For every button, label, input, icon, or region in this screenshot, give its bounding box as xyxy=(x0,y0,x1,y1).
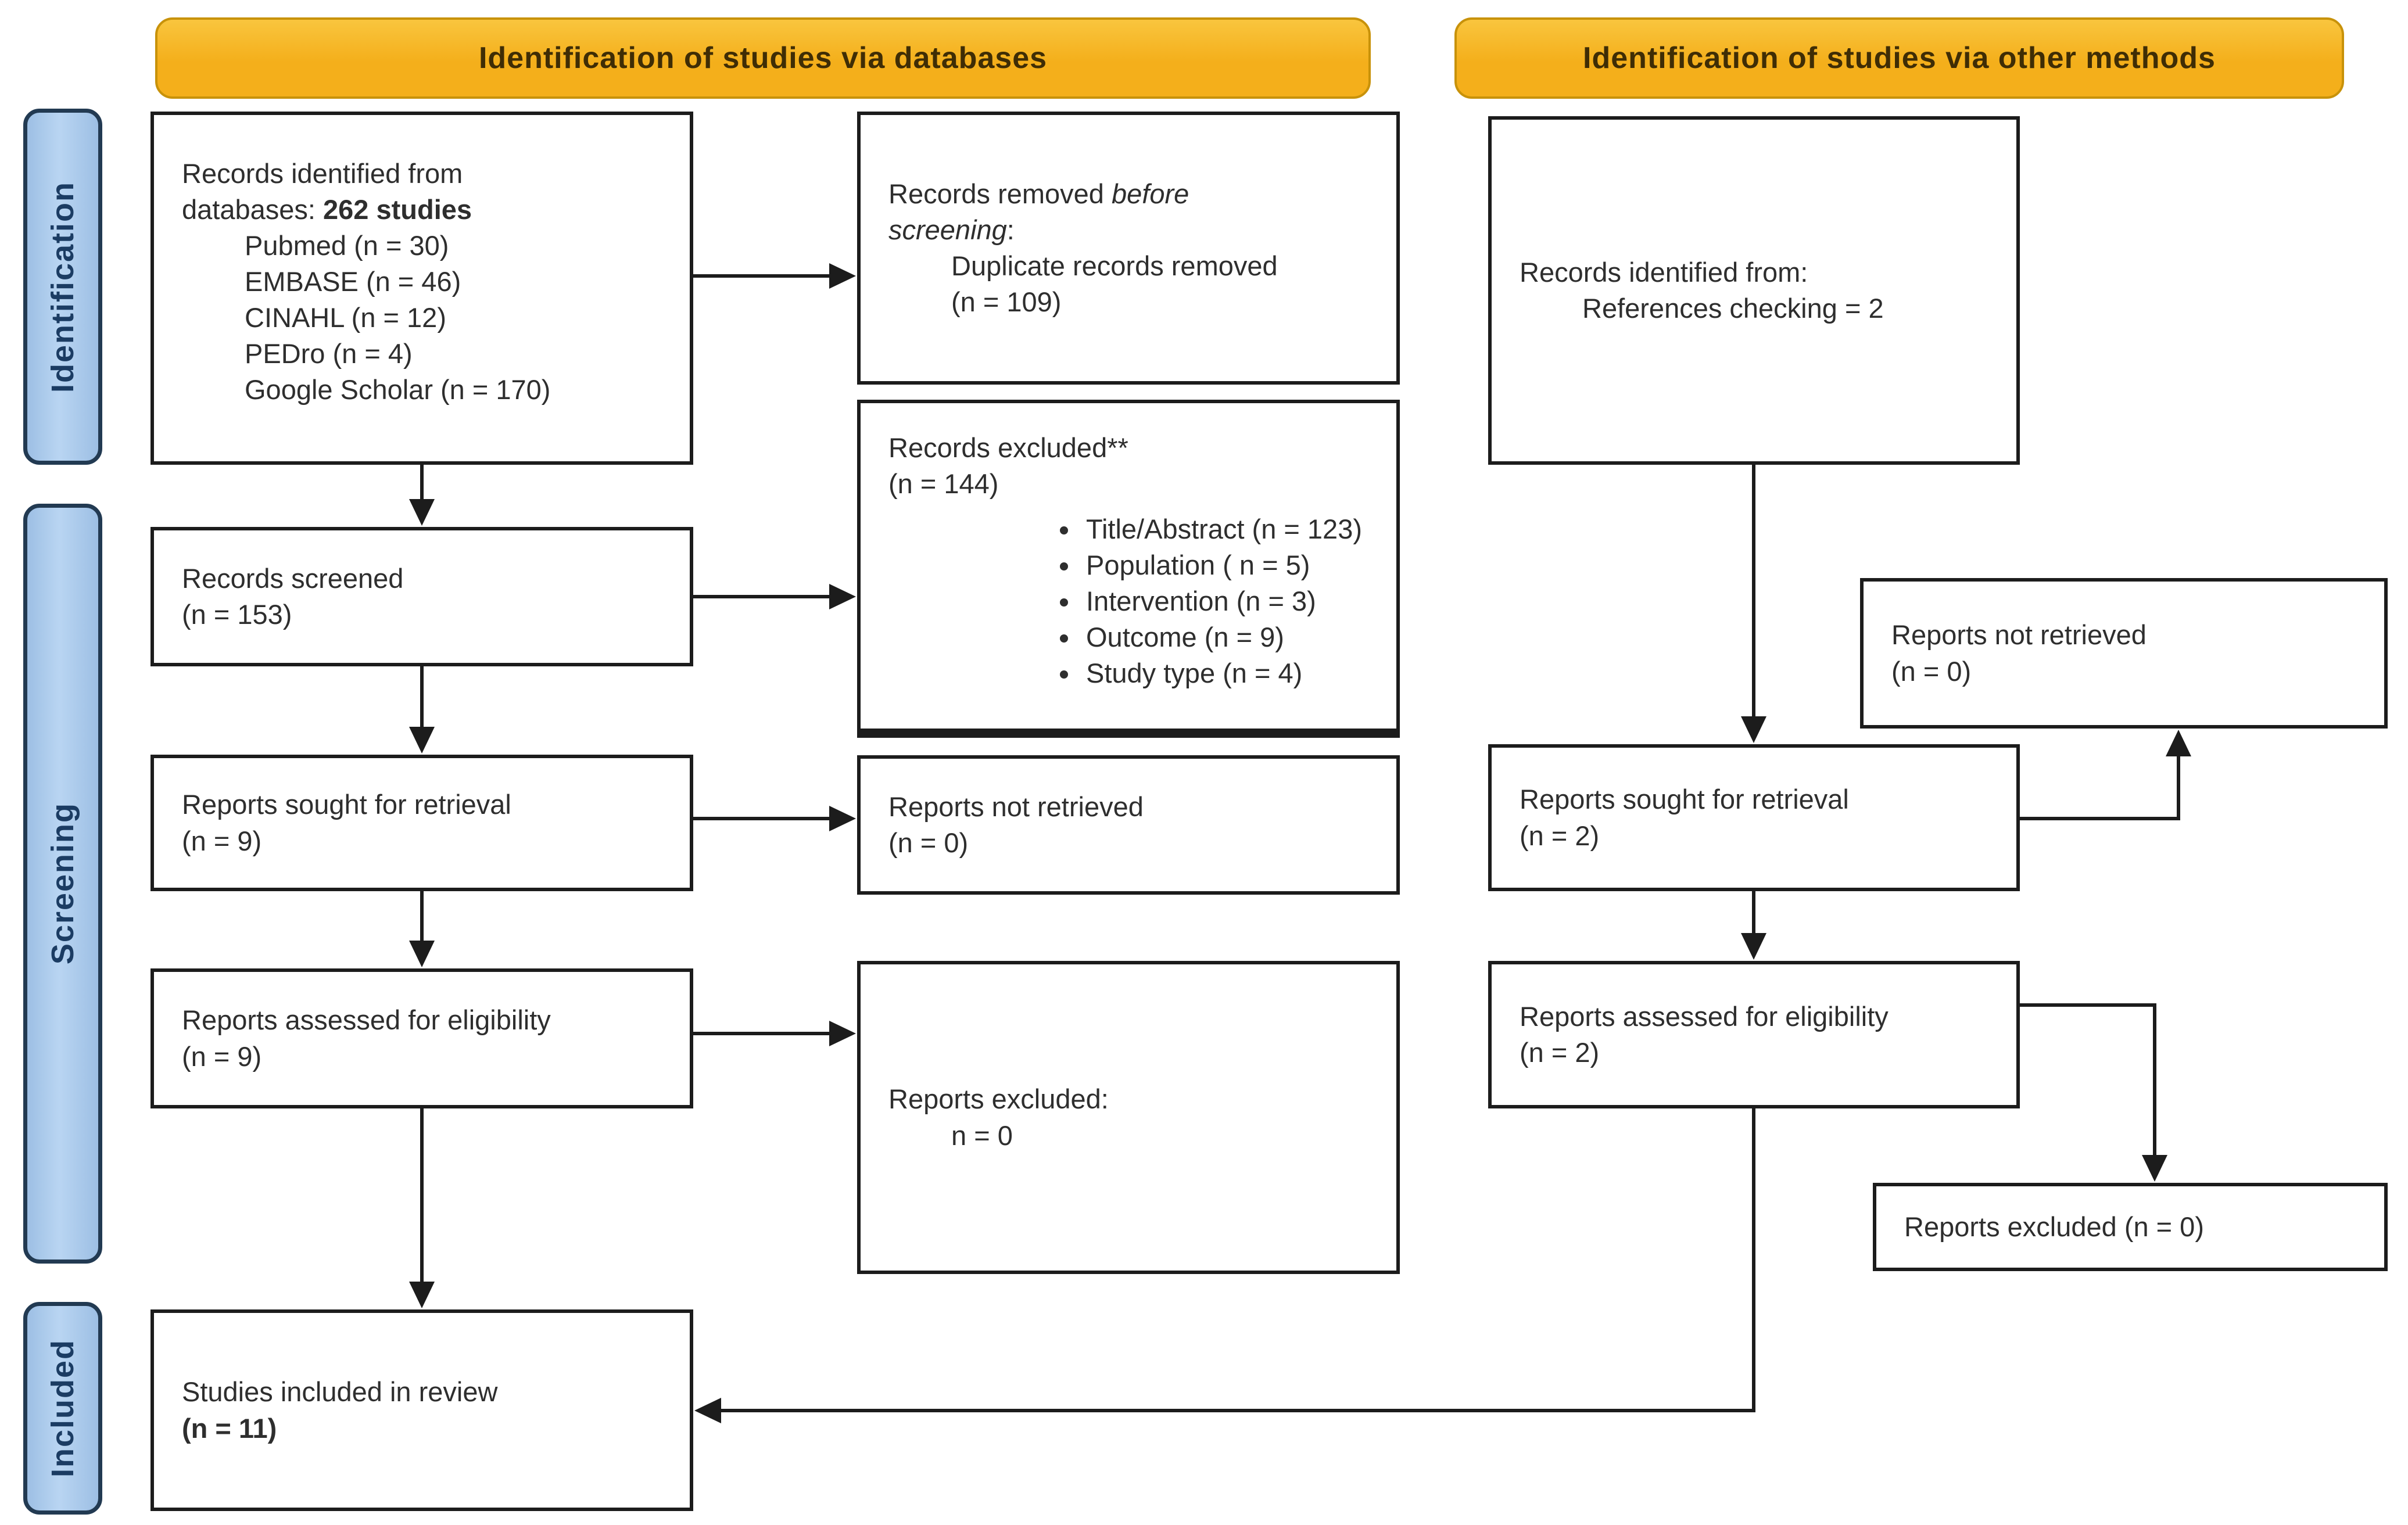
box-text-line: (n = 11) xyxy=(182,1411,672,1447)
box-text-line: (n = 144) xyxy=(888,468,999,500)
arrow-identified-to-removed xyxy=(693,263,856,289)
phase-label-text: Identification xyxy=(45,181,80,393)
arrow-other-identified-to-sought xyxy=(1741,465,1766,743)
banner-label: Identification of studies via other meth… xyxy=(1583,41,2216,75)
box-text-line: Records identified from: xyxy=(1520,256,1808,288)
banner-identification-via-other-methods: Identification of studies via other meth… xyxy=(1454,17,2344,99)
box-text-line: Duplicate records removed xyxy=(951,250,1278,281)
exclusion-reason: Study type (n = 4) xyxy=(1080,655,1379,691)
box-text-line: Studies included in review xyxy=(182,1376,498,1408)
phase-label-included: Included xyxy=(23,1302,102,1515)
box-reports-sought-other: Reports sought for retrieval (n = 2) xyxy=(1488,744,2020,891)
box-text-line: n = 0 xyxy=(951,1119,1013,1151)
phase-label-screening: Screening xyxy=(23,504,102,1264)
exclusion-reason: Title/Abstract (n = 123) xyxy=(1080,511,1379,547)
box-reports-sought-databases: Reports sought for retrieval (n = 9) xyxy=(150,755,693,891)
box-text-part: databases: xyxy=(182,194,324,225)
database-item: Pubmed (n = 30) xyxy=(245,230,449,261)
box-records-removed-before-screening: Records removed before screening: Duplic… xyxy=(857,112,1400,385)
banner-label: Identification of studies via databases xyxy=(478,41,1048,75)
arrow-other-assessed-to-included xyxy=(694,1108,1755,1423)
arrow-other-sought-to-not-retrieved xyxy=(2020,730,2191,820)
box-reports-assessed-databases: Reports assessed for eligibility (n = 9) xyxy=(150,968,693,1108)
box-records-screened: Records screened (n = 153) xyxy=(150,527,693,666)
database-item: EMBASE (n = 46) xyxy=(245,266,461,297)
box-text-line: References checking = 2 xyxy=(1582,293,1884,324)
box-text-line: Reports excluded (n = 0) xyxy=(1904,1211,2204,1242)
box-text-line: Records excluded** xyxy=(888,432,1128,463)
database-item: CINAHL (n = 12) xyxy=(245,302,446,333)
box-text-line: Reports assessed for eligibility xyxy=(182,1004,551,1036)
box-records-identified-other: Records identified from: References chec… xyxy=(1488,116,2020,465)
database-item: Google Scholar (n = 170) xyxy=(245,374,551,406)
arrow-sought-to-not-retrieved xyxy=(693,806,856,831)
box-text-italic: screening xyxy=(888,214,1007,245)
arrow-screened-to-sought xyxy=(409,666,435,753)
box-text-line: (n = 0) xyxy=(888,827,969,858)
exclusion-reason: Intervention (n = 3) xyxy=(1080,583,1379,619)
banner-identification-via-databases: Identification of studies via databases xyxy=(155,17,1371,99)
box-text-line: databases: 262 studies xyxy=(182,192,672,228)
arrow-identified-to-screened xyxy=(409,465,435,526)
box-text-line: (n = 9) xyxy=(182,825,262,856)
box-reports-assessed-other: Reports assessed for eligibility (n = 2) xyxy=(1488,961,2020,1108)
box-text-line: Reports assessed for eligibility xyxy=(1520,1000,1889,1032)
box-text-line: Records identified from xyxy=(182,158,463,189)
box-text-line: Reports not retrieved xyxy=(888,791,1144,822)
box-text-line: Reports sought for retrieval xyxy=(1520,784,1849,815)
box-text-line: Records removed before xyxy=(888,176,1379,212)
phase-label-text: Included xyxy=(45,1339,80,1477)
box-reports-not-retrieved-databases: Reports not retrieved (n = 0) xyxy=(857,755,1400,895)
box-text-line: (n = 153) xyxy=(182,599,292,630)
box-text-line: (n = 0) xyxy=(1891,655,1972,687)
box-text-line: (n = 2) xyxy=(1520,1037,1600,1068)
arrow-assessed-to-excluded xyxy=(693,1021,856,1046)
box-text-line: Reports excluded: xyxy=(888,1083,1109,1115)
box-text-part: : xyxy=(1006,214,1015,245)
box-text-italic: before xyxy=(1112,178,1189,209)
exclusion-reason: Population ( n = 5) xyxy=(1080,547,1379,583)
exclusion-reason-list: Title/Abstract (n = 123) Population ( n … xyxy=(888,511,1379,691)
box-text-line: Reports sought for retrieval xyxy=(182,789,511,820)
box-text-part: Records removed xyxy=(888,178,1112,209)
database-item: PEDro (n = 4) xyxy=(245,338,413,369)
box-text-line: (n = 2) xyxy=(1520,820,1600,851)
exclusion-reason: Outcome (n = 9) xyxy=(1080,619,1379,655)
box-records-identified-databases: Records identified from databases: 262 s… xyxy=(150,112,693,465)
phase-label-text: Screening xyxy=(45,802,80,965)
box-text-line: (n = 109) xyxy=(951,286,1062,318)
box-text-line: (n = 9) xyxy=(182,1040,262,1072)
box-records-excluded: Records excluded** (n = 144) Title/Abstr… xyxy=(857,400,1400,738)
box-reports-not-retrieved-other: Reports not retrieved (n = 0) xyxy=(1860,578,2388,729)
box-studies-included: Studies included in review (n = 11) xyxy=(150,1309,693,1511)
box-text-line: Records screened xyxy=(182,562,404,594)
arrow-other-sought-to-assessed xyxy=(1741,891,1766,960)
arrow-sought-to-assessed xyxy=(409,891,435,967)
arrow-screened-to-excluded xyxy=(693,584,856,609)
arrow-assessed-to-included xyxy=(409,1108,435,1308)
phase-label-identification: Identification xyxy=(23,109,102,465)
box-reports-excluded-other: Reports excluded (n = 0) xyxy=(1873,1183,2388,1271)
box-text-bold: 262 studies xyxy=(323,194,472,225)
box-text-line: Reports not retrieved xyxy=(1891,619,2147,651)
box-text-bold: (n = 11) xyxy=(182,1412,277,1444)
box-text-line: screening: xyxy=(888,212,1379,248)
box-reports-excluded-databases: Reports excluded: n = 0 xyxy=(857,961,1400,1274)
arrow-other-assessed-to-excluded xyxy=(2020,1003,2167,1182)
